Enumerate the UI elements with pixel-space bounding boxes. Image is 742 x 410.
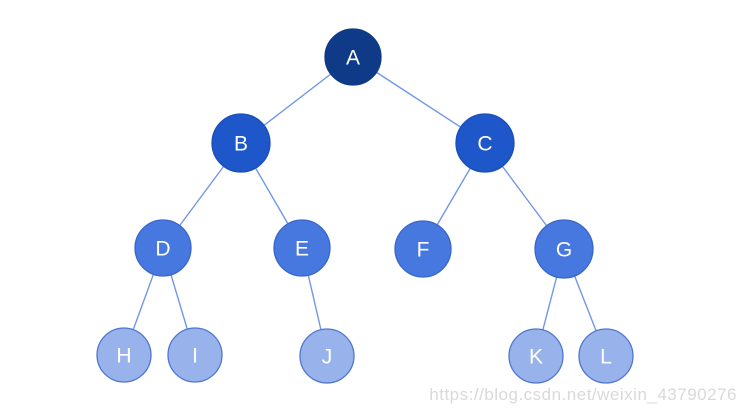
tree-node-C: C xyxy=(455,113,515,173)
tree-node-label-H: H xyxy=(116,345,131,368)
tree-node-B: B xyxy=(211,113,271,173)
tree-node-K: K xyxy=(508,328,564,384)
tree-node-circle-E xyxy=(273,219,331,277)
tree-node-F: F xyxy=(394,220,452,278)
tree-node-label-B: B xyxy=(234,133,248,156)
tree-node-circle-K xyxy=(508,328,564,384)
tree-node-label-A: A xyxy=(346,47,360,70)
tree-node-label-E: E xyxy=(295,238,309,261)
tree-node-label-D: D xyxy=(155,238,170,261)
tree-node-E: E xyxy=(273,219,331,277)
tree-node-label-J: J xyxy=(322,346,333,369)
tree-node-label-F: F xyxy=(417,239,430,262)
tree-node-label-L: L xyxy=(600,346,612,369)
tree-node-label-C: C xyxy=(477,133,492,156)
tree-node-circle-B xyxy=(211,113,271,173)
tree-node-circle-J xyxy=(299,328,355,384)
tree-node-circle-H xyxy=(96,327,152,383)
tree-node-circle-I xyxy=(167,327,223,383)
tree-node-label-K: K xyxy=(529,346,543,369)
tree-node-circle-L xyxy=(578,328,634,384)
tree-node-circle-G xyxy=(534,219,594,279)
tree-node-label-G: G xyxy=(556,239,572,262)
watermark-text: https://blog.csdn.net/weixin_43790276 xyxy=(429,385,737,404)
tree-node-circle-C xyxy=(455,113,515,173)
tree-node-circle-F xyxy=(394,220,452,278)
tree-node-I: I xyxy=(167,327,223,383)
tree-node-L: L xyxy=(578,328,634,384)
tree-node-A: A xyxy=(324,28,382,86)
tree-node-circle-A xyxy=(324,28,382,86)
tree-node-D: D xyxy=(134,219,192,277)
tree-node-G: G xyxy=(534,219,594,279)
tree-node-label-I: I xyxy=(192,345,198,368)
tree-node-J: J xyxy=(299,328,355,384)
tree-node-H: H xyxy=(96,327,152,383)
tree-node-circle-D xyxy=(134,219,192,277)
